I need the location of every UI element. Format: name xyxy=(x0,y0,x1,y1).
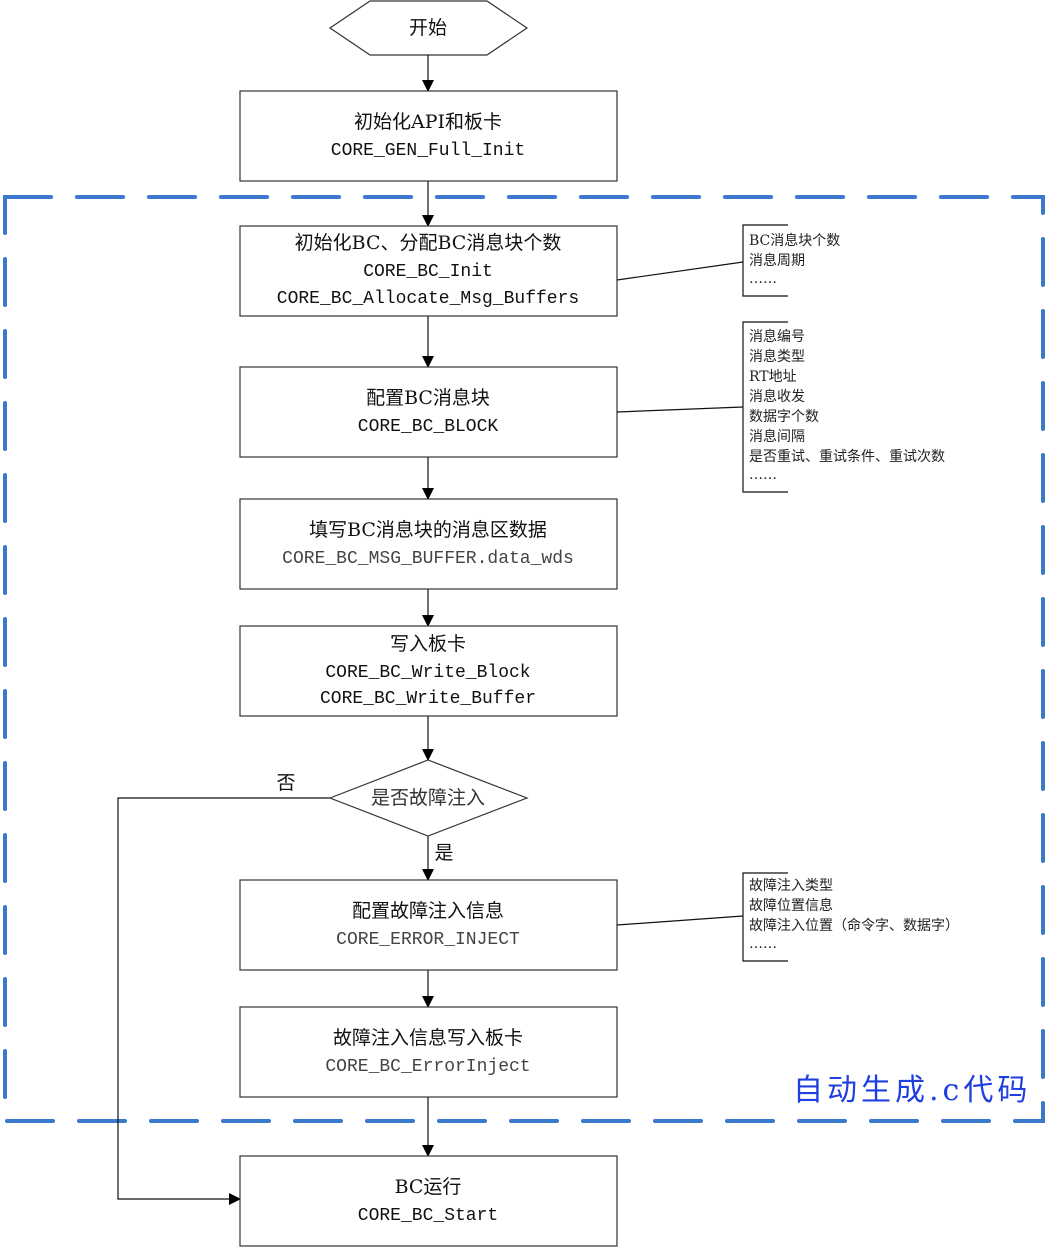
step-code: CORE_BC_Init xyxy=(363,262,493,282)
note-line: 是否重试、重试条件、重试次数 xyxy=(749,448,945,465)
step-title: 填写BC消息块的消息区数据 xyxy=(309,519,547,541)
note-line: RT地址 xyxy=(749,369,797,385)
note-line: 故障注入位置（命令字、数据字） xyxy=(749,917,959,934)
note-line: …… xyxy=(749,936,777,952)
step-write-fault: 故障注入信息写入板卡 CORE_BC_ErrorInject xyxy=(239,1006,618,1098)
step-title: 初始化BC、分配BC消息块个数 xyxy=(295,232,562,254)
note-line: 消息编号 xyxy=(749,328,805,345)
step-code: CORE_GEN_Full_Init xyxy=(331,141,525,161)
step-write-board: 写入板卡 CORE_BC_Write_Block CORE_BC_Write_B… xyxy=(239,625,618,717)
annotation-fault-inject: 故障注入类型 故障位置信息 故障注入位置（命令字、数据字） …… xyxy=(616,872,959,962)
step-code: CORE_BC_Start xyxy=(358,1206,498,1226)
start-terminal xyxy=(328,0,529,56)
step-bc-run: BC运行 CORE_BC_Start xyxy=(239,1155,618,1247)
step-code: CORE_BC_ErrorInject xyxy=(325,1057,530,1077)
note-line: …… xyxy=(749,467,777,483)
step-title: 初始化API和板卡 xyxy=(354,111,502,133)
annotation-bc-block: 消息编号 消息类型 RT地址 消息收发 数据字个数 消息间隔 是否重试、重试条件… xyxy=(616,321,945,493)
step-code: CORE_BC_BLOCK xyxy=(358,417,499,437)
step-title: 配置BC消息块 xyxy=(366,387,490,409)
step-fill-data: 填写BC消息块的消息区数据 CORE_BC_MSG_BUFFER.data_wd… xyxy=(239,498,618,590)
step-title: BC运行 xyxy=(395,1176,462,1198)
step-title: 配置故障注入信息 xyxy=(352,900,504,922)
step-config-fault: 配置故障注入信息 CORE_ERROR_INJECT xyxy=(239,879,618,971)
step-init-bc: 初始化BC、分配BC消息块个数 CORE_BC_Init CORE_BC_All… xyxy=(239,225,618,317)
note-line: 消息类型 xyxy=(749,348,805,365)
step-code: CORE_BC_MSG_BUFFER.data_wds xyxy=(282,549,574,569)
step-title: 写入板卡 xyxy=(390,633,466,655)
decision-yes-label: 是 xyxy=(434,842,453,864)
note-line: 故障注入类型 xyxy=(749,878,833,894)
decision-label: 是否故障注入 xyxy=(371,787,485,809)
decision-fault-injection: 是否故障注入 否 是 xyxy=(276,759,529,864)
auto-generated-region xyxy=(3,195,1045,1123)
note-line: 消息周期 xyxy=(749,252,805,269)
step-init-api: 初始化API和板卡 CORE_GEN_Full_Init xyxy=(239,90,618,182)
note-line: 故障位置信息 xyxy=(749,897,833,914)
note-line: …… xyxy=(749,271,777,287)
note-line: BC消息块个数 xyxy=(749,232,840,249)
step-title: 故障注入信息写入板卡 xyxy=(333,1027,523,1049)
region-label: 自动生成.c代码 xyxy=(793,1073,1031,1108)
annotation-bc-init: BC消息块个数 消息周期 …… xyxy=(616,224,840,297)
step-code: CORE_BC_Allocate_Msg_Buffers xyxy=(277,289,579,309)
note-line: 消息间隔 xyxy=(749,428,805,445)
connectors xyxy=(117,55,434,1205)
step-config-block: 配置BC消息块 CORE_BC_BLOCK xyxy=(239,366,618,458)
start-label: 开始 xyxy=(409,17,447,39)
step-code: CORE_ERROR_INJECT xyxy=(336,930,520,950)
step-code: CORE_BC_Write_Block xyxy=(325,663,530,683)
decision-no-label: 否 xyxy=(276,772,295,794)
arrow-no xyxy=(117,797,330,1205)
step-code: CORE_BC_Write_Buffer xyxy=(320,689,536,709)
note-line: 消息收发 xyxy=(749,388,805,405)
note-line: 数据字个数 xyxy=(749,409,819,425)
